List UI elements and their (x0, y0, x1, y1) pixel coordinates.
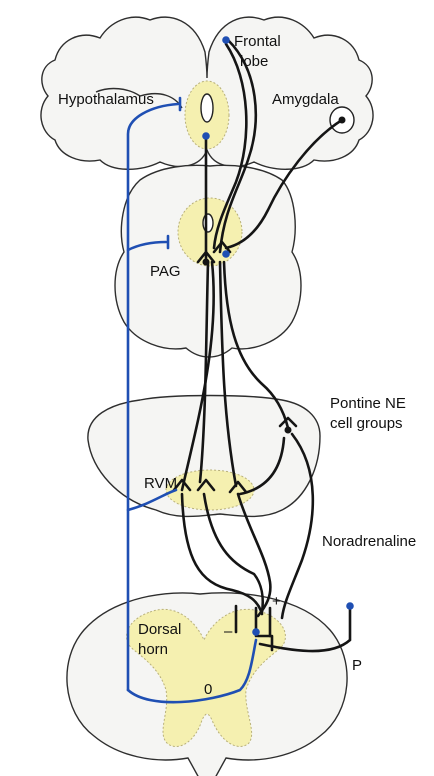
primary-afferent-cell-body (346, 602, 354, 610)
pag-neuron-cell-body (203, 259, 210, 266)
label-horn: horn (138, 641, 168, 658)
label-hypothalamus: Hypothalamus (58, 91, 154, 108)
label-rvm: RVM (144, 475, 177, 492)
hypothalamus-cell-body (202, 132, 210, 140)
pag-cell-body (222, 250, 230, 258)
label-lobe: lobe (240, 53, 268, 70)
label-frontal: Frontal (234, 33, 281, 50)
amygdala-cell-body (339, 117, 346, 124)
pontine-cell-body (285, 427, 292, 434)
label-pontine-2: cell groups (330, 415, 403, 432)
label-pontine-1: Pontine NE (330, 395, 406, 412)
label-p: P (352, 657, 362, 674)
cerebral-aqueduct (203, 214, 213, 232)
label-noradrenaline: Noradrenaline (322, 533, 416, 550)
label-zero: 0 (204, 681, 212, 698)
dorsal-horn-cell-body (252, 628, 260, 636)
frontal-lobe-cell-body (222, 36, 230, 44)
label-plus: + (272, 593, 281, 610)
third-ventricle (201, 94, 213, 122)
label-pag: PAG (150, 263, 181, 280)
label-dorsal: Dorsal (138, 621, 181, 638)
label-amygdala: Amygdala (272, 91, 339, 108)
label-minus: – (224, 623, 233, 640)
